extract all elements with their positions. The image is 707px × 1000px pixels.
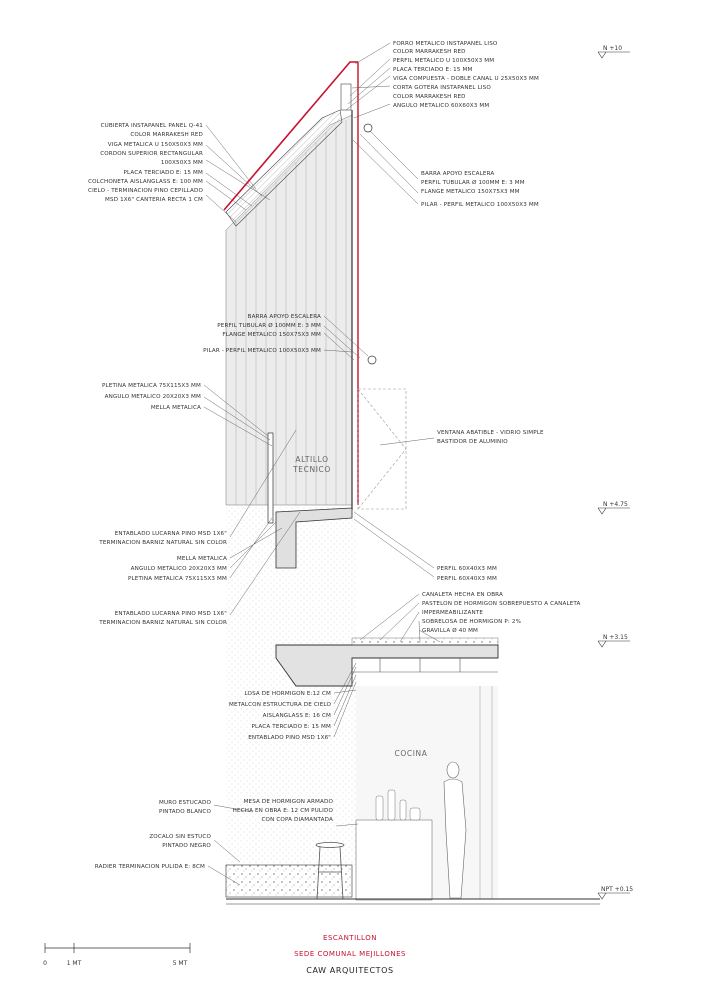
label-cordon-dim: 100X50X3 MM: [161, 160, 203, 166]
label-color-red-2: COLOR MARRAKESH RED: [393, 94, 466, 100]
label-flange-top: FLANGE METALICO 150X75X3 MM: [421, 189, 520, 195]
label-pletina-2: PLETINA METALICA 75X115X3 MM: [128, 576, 227, 582]
label-viga-u150: VIGA METALICA U 150X50X3 MM: [108, 142, 203, 148]
label-entablado-1: ENTABLADO LUCARNA PINO MSD 1X6": [115, 531, 228, 537]
drawing-title: ESCANTILLON: [323, 934, 377, 942]
label-barra-apoyo-mid: BARRA APOYO ESCALERA: [248, 314, 321, 320]
label-perfil-u: PERFIL METALICO U 100X50X3 MM: [393, 58, 494, 64]
label-mella-1: MELLA METALICA: [151, 405, 201, 411]
label-pilar-top: PILAR - PERFIL METALICO 100X50X3 MM: [421, 202, 539, 208]
label-pletina-1: PLETINA METALICA 75X115X3 MM: [102, 383, 201, 389]
metal-plate: [267, 432, 274, 524]
label-copa: CON COPA DIAMANTADA: [261, 817, 333, 823]
label-barniz-2: TERMINACION BARNIZ NATURAL SIN COLOR: [98, 620, 227, 626]
level-n315: N +3.15: [603, 634, 628, 641]
roof-slab: [275, 644, 499, 687]
label-entablado-pino: ENTABLADO PINO MSD 1X6": [248, 735, 331, 741]
level-n475: N +4.75: [603, 501, 628, 508]
leader-lines: [203, 42, 441, 886]
label-angulo-60: ANGULO METALICO 60X60X3 MM: [393, 103, 489, 109]
label-metalcon: METALCON ESTRUCTURA DE CIELO: [229, 702, 331, 708]
label-ventana: VENTANA ABATIBLE - VIDRIO SIMPLE: [437, 430, 544, 436]
gravel-layer: [351, 637, 499, 646]
room-label-tecnico: TECNICO: [292, 465, 331, 474]
label-impermeabilizante: IMPERMEABILIZANTE: [422, 610, 483, 616]
label-losa: LOSA DE HORMIGON E:12 CM: [244, 691, 331, 697]
label-barra-apoyo-top: BARRA APOYO ESCALERA: [421, 171, 494, 177]
label-zocalo: ZOCALO SIN ESTUCO: [149, 834, 211, 840]
label-viga-compuesta: VIGA COMPUESTA - DOBLE CANAL U 25X50X3 M…: [393, 76, 539, 82]
label-forro-metalico: FORRO METALICO INSTAPANEL LISO: [393, 41, 498, 47]
ceiling-joists: [352, 658, 498, 673]
level-n10: N +10: [603, 45, 622, 52]
label-radier: RADIER TERMINACION PULIDA E: 8CM: [95, 864, 205, 870]
level-npt015: NPT +0.15: [601, 886, 633, 893]
label-perfil-60-1: PERFIL 60X40X3 MM: [437, 566, 497, 572]
label-mella-2: MELLA METALICA: [177, 556, 227, 562]
label-bastidor: BASTIDOR DE ALUMINIO: [437, 439, 508, 445]
altillo-floor: [275, 507, 353, 569]
label-gravilla: GRAVILLA Ø 40 MM: [422, 627, 478, 634]
scale-five: 5 MT: [173, 960, 188, 967]
cladding-boards: [235, 120, 347, 505]
project-name: SEDE COMUNAL MEJILLONES: [294, 950, 406, 958]
label-pintado-blanco: PINTADO BLANCO: [159, 809, 211, 815]
label-flange-mid: FLANGE METALICO 150X75X3 MM: [222, 332, 321, 338]
label-cubierta: CUBIERTA INSTAPANEL PANEL Q-41: [101, 123, 204, 129]
person-silhouette: [443, 761, 467, 899]
label-mesa-hormigon: MESA DE HORMIGON ARMADO: [244, 799, 334, 805]
label-angulo-20-1: ANGULO METALICO 20X20X3 MM: [105, 394, 201, 400]
office-name: CAW ARQUITECTOS: [306, 966, 393, 975]
label-color-red-3: COLOR MARRAKESH RED: [130, 132, 203, 138]
label-pastelon: PASTELON DE HORMIGON SOBREPUESTO A CANAL…: [422, 601, 581, 607]
label-color-red-1: COLOR MARRAKESH RED: [393, 49, 466, 55]
label-pintado-negro: PINTADO NEGRO: [162, 843, 211, 849]
roof-cladding-red: [223, 61, 358, 211]
handrail-bar-lower: [367, 355, 377, 365]
scale-bar: [44, 943, 191, 953]
floor-radier: [225, 864, 353, 898]
bottles: [375, 789, 421, 821]
room-label-cocina: COCINA: [395, 749, 428, 758]
label-placa-terciado-r: PLACA TERCIADO E: 15 MM: [393, 67, 473, 73]
label-corta-gotera: CORTA GOTERA INSTAPANEL LISO: [393, 85, 491, 91]
label-placa-terciado-c: PLACA TERCIADO E: 15 MM: [252, 724, 332, 730]
window-dashed: [357, 388, 407, 510]
scale-zero: 0: [43, 960, 47, 967]
scale-one: 1 MT: [67, 960, 82, 967]
label-cordon-superior: CORDON SUPERIOR RECTANGULAR: [100, 151, 203, 157]
room-label-altillo: ALTILLO: [295, 455, 328, 464]
roof-layers: [225, 109, 343, 227]
label-perfil-tubular-top: PERFIL TUBULAR Ø 100MM E: 3 MM: [421, 179, 525, 186]
label-barniz-1: TERMINACION BARNIZ NATURAL SIN COLOR: [98, 540, 227, 546]
annotations-left: CUBIERTA INSTAPANEL PANEL Q-41 COLOR MAR…: [88, 123, 227, 870]
gutter-cap: [340, 83, 352, 111]
label-placa-terciado-l: PLACA TERCIADO E: 15 MM: [124, 170, 204, 176]
annotations-center: BARRA APOYO ESCALERA PERFIL TUBULAR Ø 10…: [203, 314, 333, 823]
label-canaleta: CANALETA HECHA EN OBRA: [422, 592, 503, 598]
label-muro-estucado: MURO ESTUCADO: [159, 800, 211, 806]
label-colchoneta: COLCHONETA AISLANGLASS E: 100 MM: [88, 179, 203, 185]
label-mesa-obra: HECHA EN OBRA E: 12 CM PULIDO: [233, 808, 334, 814]
annotations-right: FORRO METALICO INSTAPANEL LISO COLOR MAR…: [393, 41, 581, 634]
section-structure: [223, 61, 600, 905]
label-entablado-2: ENTABLADO LUCARNA PINO MSD 1X6": [115, 611, 228, 617]
handrail-bar-upper: [363, 123, 373, 133]
label-perfil-60-2: PERFIL 60X40X3 MM: [437, 576, 497, 582]
concrete-counter: [355, 819, 433, 901]
label-sobrelosa: SOBRELOSA DE HORMIGON P: 2%: [422, 619, 521, 625]
label-aislanglass: AISLANGLASS E: 16 CM: [263, 713, 331, 719]
label-msd-canteria: MSD 1X6" CANTERIA RECTA 1 CM: [105, 197, 203, 203]
label-perfil-tubular-mid: PERFIL TUBULAR Ø 100MM E: 3 MM: [217, 322, 321, 329]
level-markers: [597, 51, 630, 900]
label-cielo: CIELO - TERMINACION PINO CEPILLADO: [88, 188, 203, 194]
label-pilar-mid: PILAR - PERFIL METALICO 100X50X3 MM: [203, 348, 321, 354]
label-angulo-20-2: ANGULO METALICO 20X20X3 MM: [131, 566, 227, 572]
